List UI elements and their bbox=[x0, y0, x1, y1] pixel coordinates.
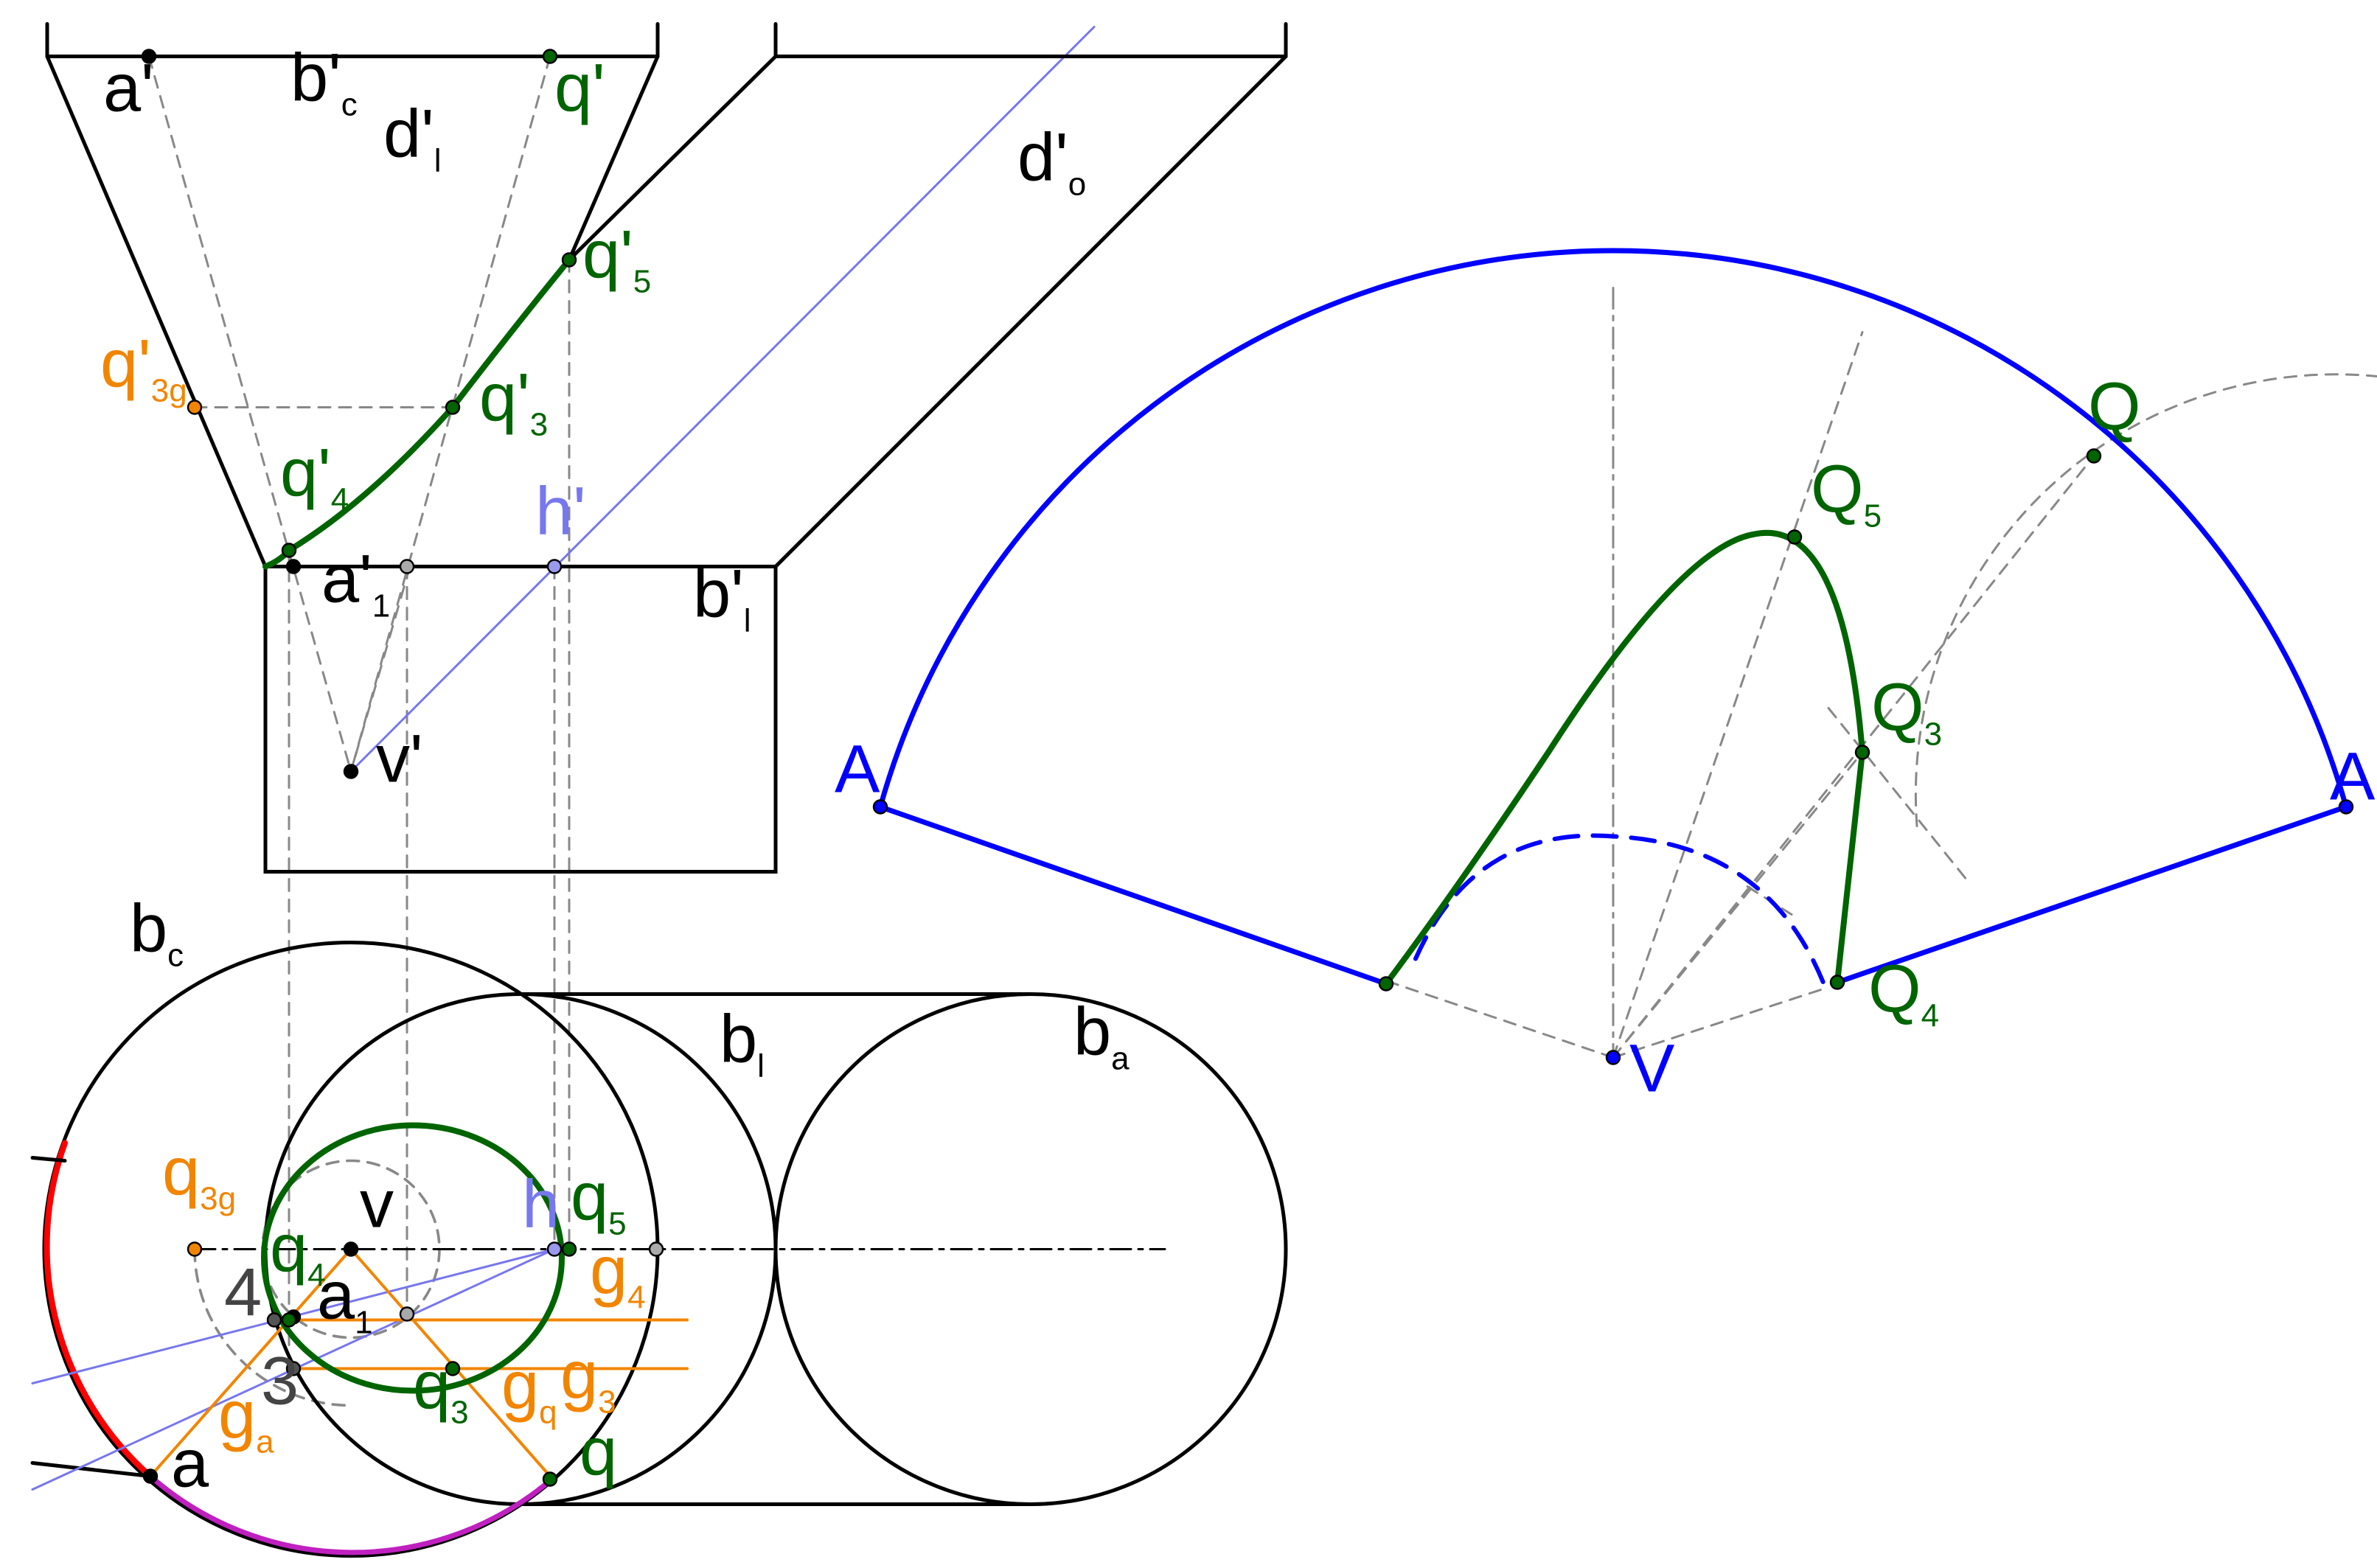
label-bc-prime: b'c bbox=[290, 41, 358, 123]
point-3 bbox=[285, 1361, 302, 1376]
point-Q3 bbox=[1854, 745, 1870, 760]
point-q4-prime bbox=[281, 543, 297, 558]
label-a1: a1 bbox=[317, 1258, 373, 1341]
point-q-prime bbox=[542, 49, 558, 64]
point-gray-right bbox=[648, 1241, 664, 1257]
label-q5-prime: q'5 bbox=[582, 217, 651, 300]
point-q3g bbox=[187, 1241, 203, 1257]
point-V bbox=[1605, 1050, 1621, 1065]
point-gray-prime bbox=[399, 559, 415, 574]
tangent-bottom bbox=[30, 1461, 153, 1478]
label-v: v bbox=[360, 1167, 394, 1242]
red-arc bbox=[43, 1140, 153, 1480]
prism-outline bbox=[45, 22, 1288, 874]
point-a bbox=[142, 1468, 159, 1484]
label-h: h bbox=[522, 1167, 560, 1242]
point-q3 bbox=[445, 1361, 461, 1376]
label-q4-prime: q'4 bbox=[280, 436, 349, 518]
point-v-prime bbox=[343, 764, 359, 779]
point-v bbox=[343, 1241, 359, 1257]
point-h-prime bbox=[546, 559, 563, 574]
point-Q bbox=[2086, 448, 2102, 464]
label-q3g-prime: q'3g bbox=[100, 327, 187, 409]
label-Q: Q bbox=[2088, 369, 2141, 445]
label-ga: ga bbox=[218, 1378, 274, 1460]
top-view bbox=[30, 941, 1288, 1558]
development-inner-arc bbox=[1413, 833, 1828, 991]
point-q4 bbox=[281, 1312, 297, 1328]
label-q3g: q3g bbox=[162, 1135, 236, 1217]
label-4: 4 bbox=[224, 1255, 262, 1331]
label-bl: bl bbox=[720, 1002, 765, 1084]
label-q3-prime: q'3 bbox=[479, 360, 548, 443]
point-q3g-prime bbox=[187, 400, 203, 415]
front-h-line bbox=[349, 26, 1096, 773]
point-gray-mid bbox=[399, 1306, 415, 1322]
point-left-end bbox=[1378, 976, 1394, 992]
label-V: V bbox=[1629, 1031, 1674, 1107]
label-Q4: Q4 bbox=[1868, 952, 1939, 1034]
points bbox=[141, 49, 2354, 1487]
point-Q5 bbox=[1786, 529, 1803, 545]
label-dl-prime: d'l bbox=[383, 97, 442, 179]
front-view bbox=[45, 22, 1288, 1351]
label-3: 3 bbox=[261, 1344, 299, 1419]
point-a-prime bbox=[141, 49, 157, 64]
label-q-prime: q' bbox=[554, 51, 605, 126]
label-gq: gq bbox=[501, 1348, 557, 1431]
label-q: q bbox=[580, 1415, 617, 1490]
tangent-top bbox=[30, 1156, 67, 1163]
point-h bbox=[546, 1241, 563, 1257]
label-A-left: A bbox=[835, 732, 880, 807]
point-q5 bbox=[561, 1241, 577, 1257]
label-v-prime: v' bbox=[376, 722, 423, 797]
label-a1-prime: a'1 bbox=[321, 542, 390, 624]
development-sector bbox=[877, 248, 2349, 986]
point-q bbox=[542, 1471, 558, 1487]
point-a1-prime bbox=[285, 559, 302, 574]
label-bl-prime: b'l bbox=[693, 557, 751, 639]
development-intersection-curve bbox=[1383, 529, 1866, 987]
point-A-left bbox=[872, 799, 888, 815]
label-bc: bc bbox=[130, 891, 184, 974]
label-a: a bbox=[171, 1426, 209, 1502]
development bbox=[877, 248, 2377, 1059]
point-Q4 bbox=[1829, 975, 1845, 990]
development-construction-lines bbox=[1385, 331, 2377, 1059]
label-g4: g4 bbox=[590, 1233, 646, 1316]
point-4 bbox=[266, 1312, 282, 1328]
label-A-right: A bbox=[2330, 739, 2376, 815]
label-g3: g3 bbox=[560, 1338, 616, 1421]
top-intersection-curve bbox=[261, 1122, 565, 1394]
label-q4: q4 bbox=[270, 1211, 326, 1294]
label-Q3: Q3 bbox=[1871, 670, 1942, 753]
label-Q5: Q5 bbox=[1811, 452, 1882, 534]
point-q3-prime bbox=[445, 400, 461, 415]
point-q5-prime bbox=[561, 252, 577, 268]
label-q5: q5 bbox=[571, 1160, 627, 1242]
point-A-right bbox=[2338, 799, 2354, 815]
labels: a' b'c d'l q' d'o q'5 q'3g q'3 q'4 h' a'… bbox=[100, 41, 2376, 1502]
label-do-prime: d'o bbox=[1017, 120, 1086, 203]
label-ba: ba bbox=[1073, 994, 1130, 1077]
label-h-prime: h' bbox=[535, 474, 586, 549]
label-q3: q3 bbox=[413, 1348, 469, 1431]
label-a-prime: a' bbox=[103, 51, 154, 126]
magenta-arc bbox=[147, 1474, 553, 1555]
